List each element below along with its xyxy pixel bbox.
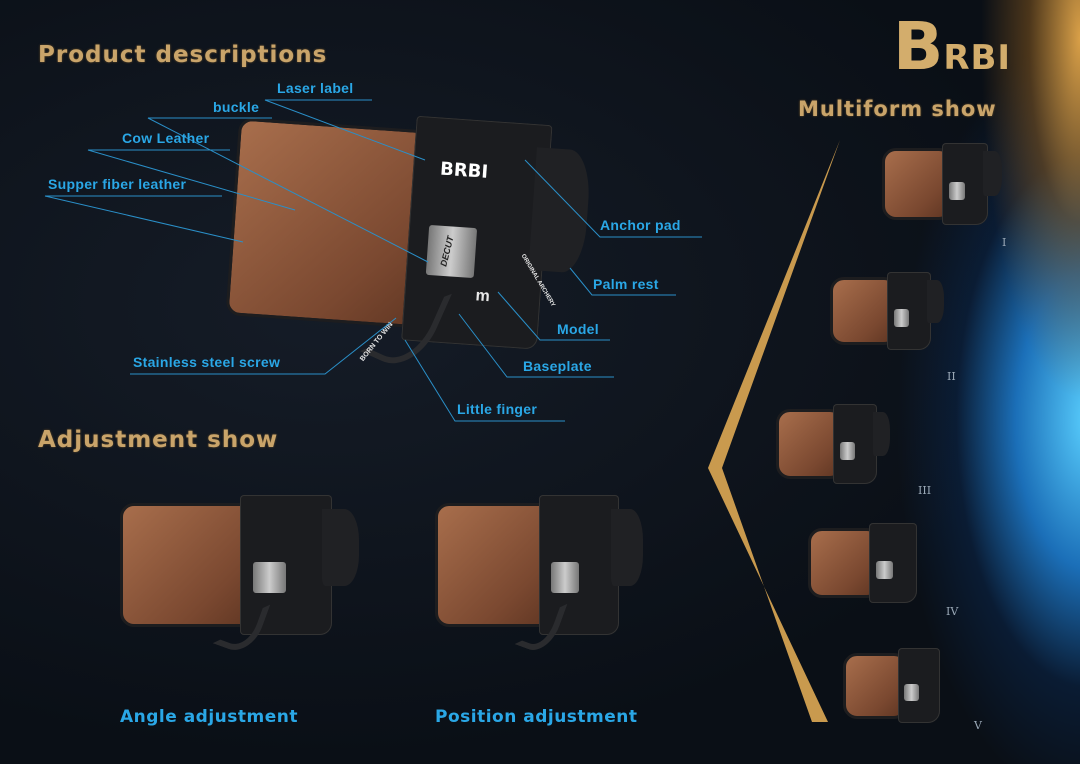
variant-numeral: II [947, 370, 956, 383]
variant-4-image [808, 523, 926, 603]
variant-5-image [843, 648, 948, 723]
label-model: Model [557, 321, 599, 337]
variant-numeral: IV [946, 605, 959, 618]
label-little-finger: Little finger [457, 401, 538, 417]
position-adjustment-caption: Position adjustment [435, 707, 638, 727]
adjustment-show-heading: Adjustment show [38, 427, 279, 453]
variant-numeral: V [974, 719, 982, 732]
label-baseplate: Baseplate [523, 358, 592, 374]
angle-adjustment-image [120, 495, 360, 658]
background-glow [880, 0, 1080, 764]
variant-numeral: I [1002, 236, 1007, 249]
label-anchor-pad: Anchor pad [600, 217, 681, 233]
brand-logo: BRBI [893, 8, 1012, 85]
variant-numeral: III [918, 484, 932, 497]
label-buckle: buckle [213, 99, 260, 115]
position-adjustment-image [435, 495, 643, 657]
label-cow-leather: Cow Leather [122, 130, 210, 146]
variant-2-image [830, 272, 945, 350]
variant-1-image [882, 143, 1002, 225]
label-laser-label: Laser label [277, 80, 354, 96]
label-palm-rest: Palm rest [593, 276, 659, 292]
product-descriptions-heading: Product descriptions [38, 42, 328, 68]
label-stainless-steel-screw: Stainless steel screw [133, 354, 281, 370]
label-supper-fiber-leather: Supper fiber leather [48, 176, 187, 192]
multiform-show-heading: Multiform show [798, 97, 997, 121]
angle-adjustment-caption: Angle adjustment [120, 707, 298, 727]
variant-3-image [776, 404, 891, 484]
gold-chevron [708, 140, 840, 722]
